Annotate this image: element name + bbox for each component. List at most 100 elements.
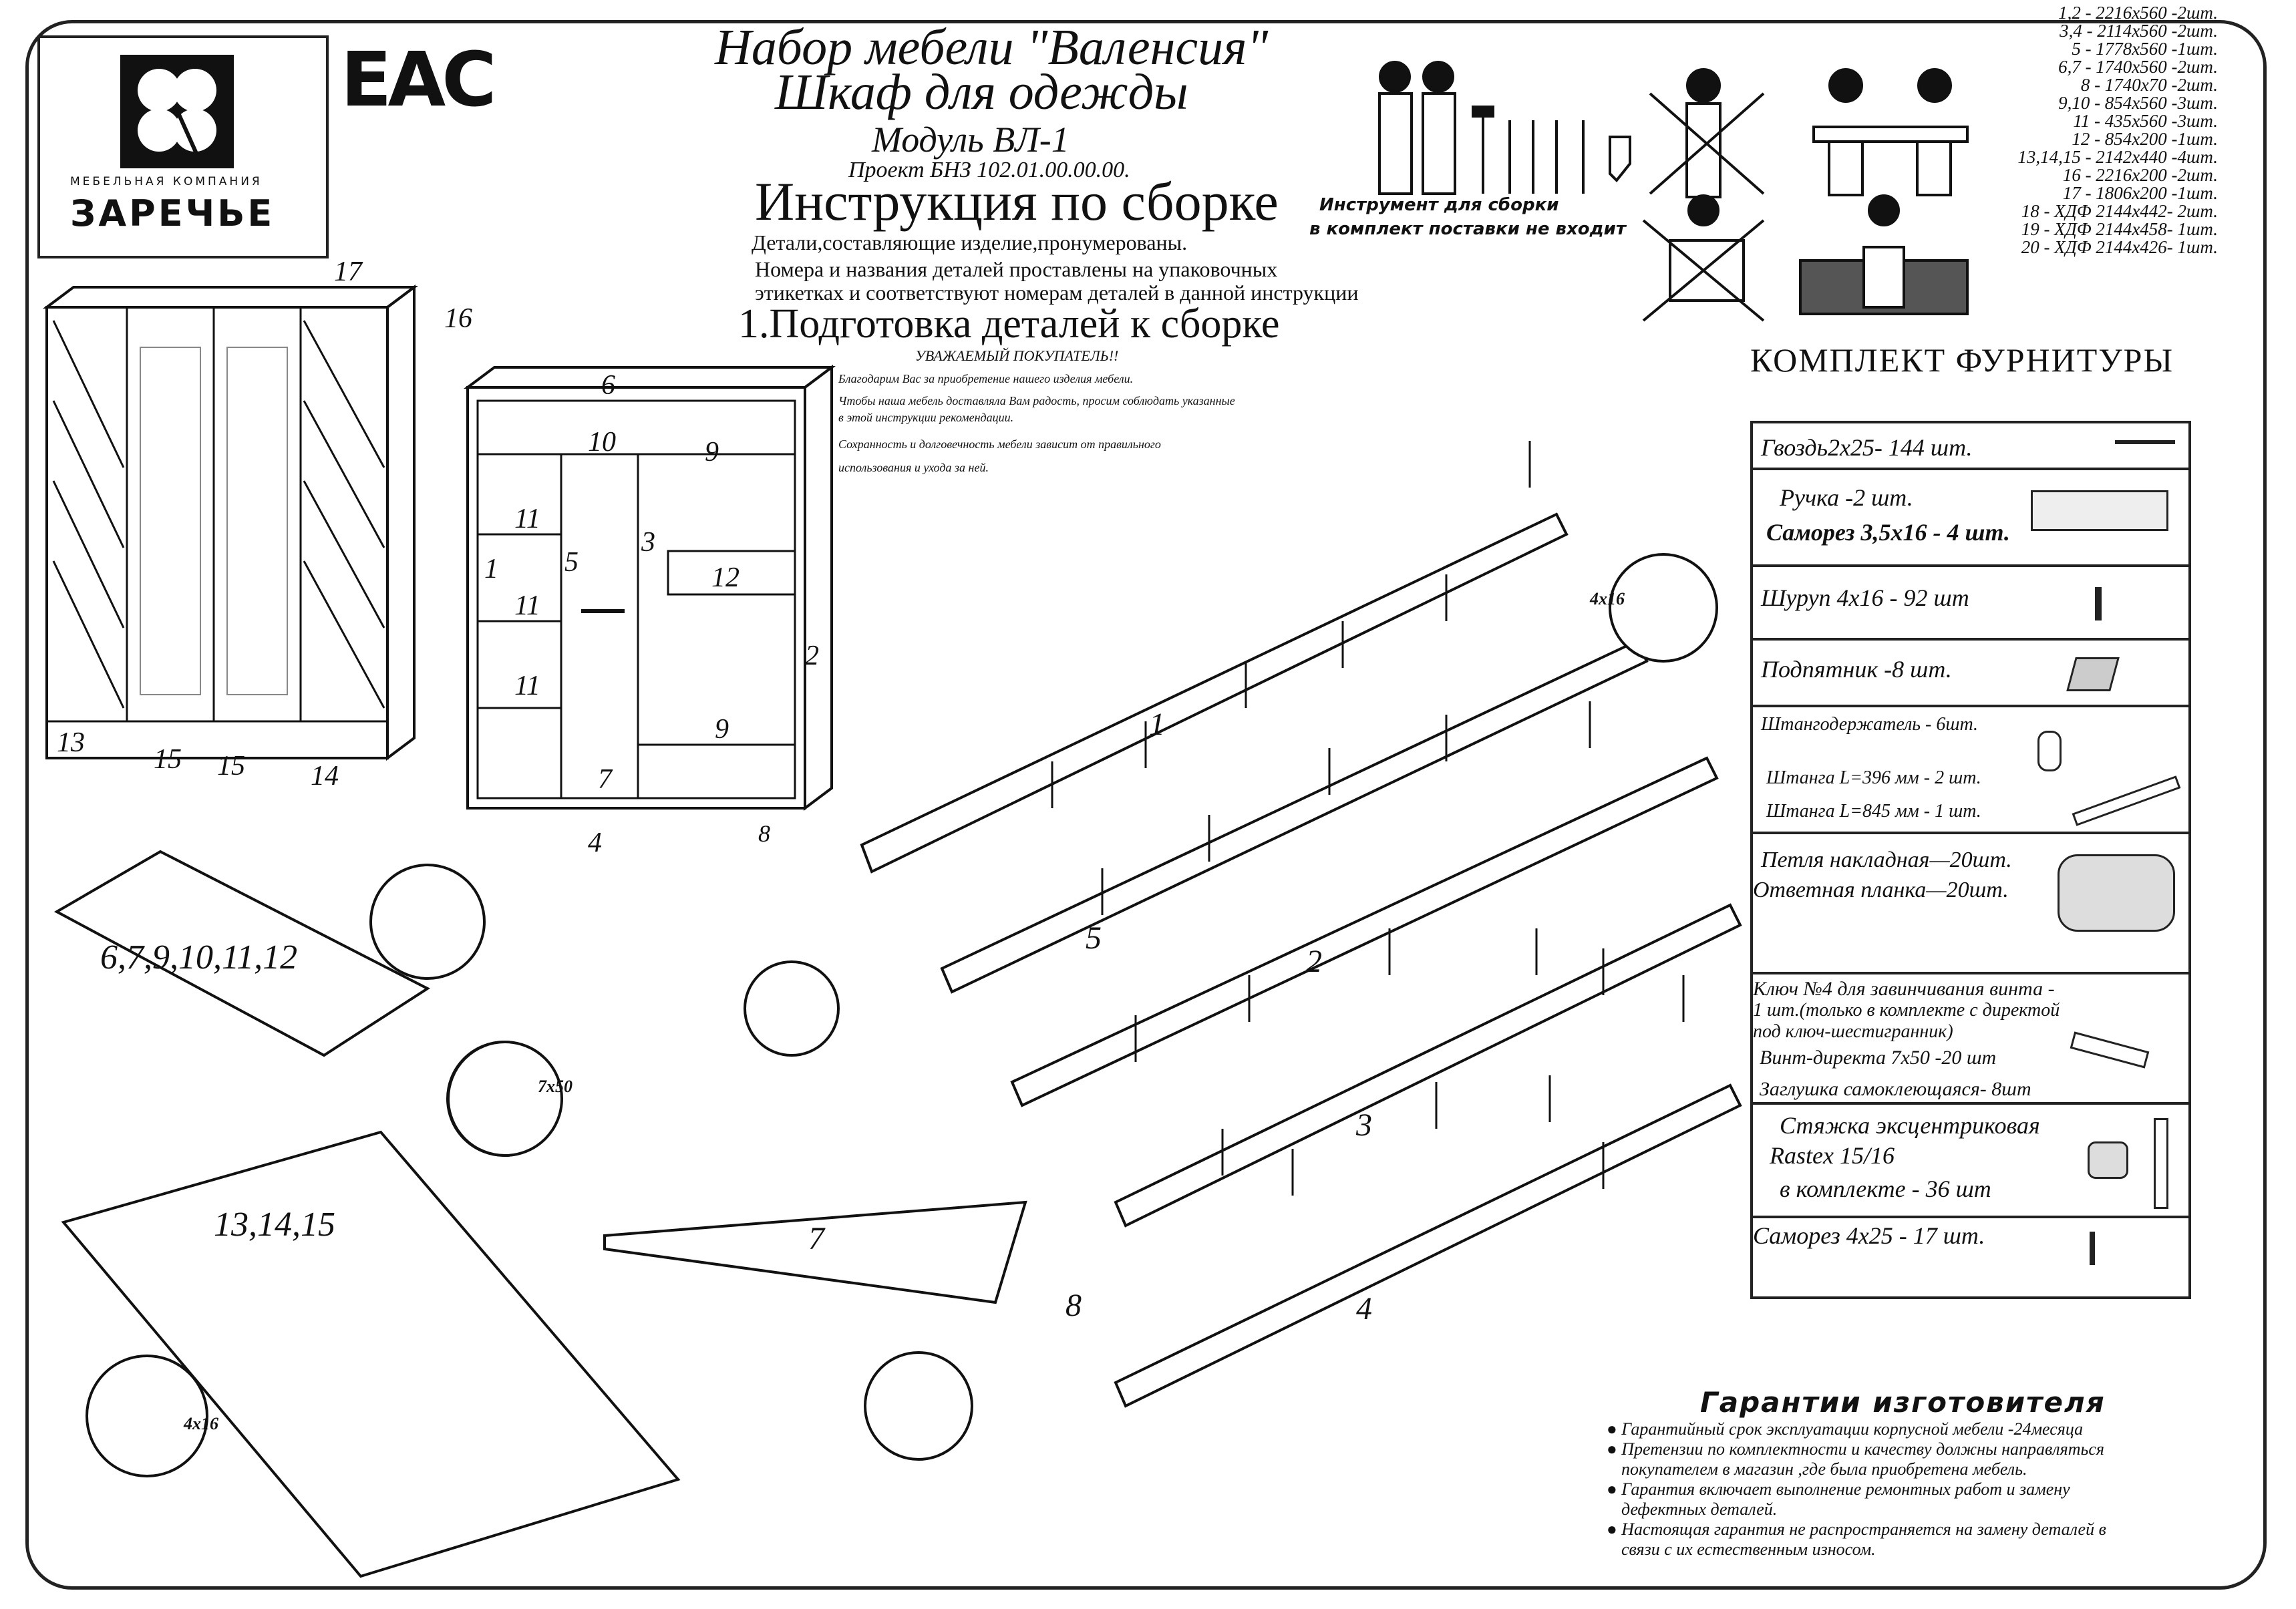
hardware-row-nails: Гвоздь2х25- 144 шт. — [1753, 423, 2188, 470]
screw-label-b: 7х50 — [538, 1077, 572, 1096]
customer-line-4: Сохранность и долговечность мебели завис… — [838, 437, 1161, 451]
hardware-row-rod: Штангодержатель - 6шт. Штанга L=396 мм -… — [1753, 707, 2188, 834]
label-14: 14 — [311, 761, 339, 791]
customer-line-2: Чтобы наша мебель доставляла Вам радость… — [838, 394, 1235, 407]
cam-icon — [2088, 1141, 2128, 1179]
desc-line-2: Номера и названия деталей проставлены на… — [755, 257, 1278, 281]
instruction-title: Инструкция по сборке — [755, 171, 1279, 232]
eac-text: EAC — [341, 37, 496, 124]
hardware-table: Гвоздь2х25- 144 шт. Ручка -2 шт. Саморез… — [1750, 421, 2191, 1299]
warranty-item: ● Гарантия включает выполнение ремонтных… — [1607, 1479, 2070, 1499]
hardware-hinge: Петля накладная—20шт. — [1761, 848, 2012, 872]
parts-item: 5 - 1778х560 -1шт. — [2072, 39, 2218, 59]
warranty-item: ● Претензии по комплектности и качеству … — [1607, 1439, 2104, 1459]
hardware-rod-long: Штанга L=845 мм - 1 шт. — [1766, 801, 1981, 822]
hardware-row-key: Ключ №4 для завинчивания винта - 1 шт.(т… — [1753, 974, 2188, 1105]
parts-item: 9,10 - 854х560 -3шт. — [2058, 93, 2218, 113]
warranty-item: ● Гарантийный срок эксплуатации корпусно… — [1607, 1419, 2084, 1439]
label-15b: 15 — [217, 751, 245, 781]
hardware-handle: Ручка -2 шт. — [1780, 484, 1913, 511]
hinge-icon — [2058, 854, 2175, 932]
eac-mark — [337, 37, 431, 117]
tools-illustration — [1378, 61, 1969, 322]
label-7: 7 — [598, 764, 613, 795]
warranty-text: связи с их естественным износом. — [1621, 1540, 1876, 1559]
label-9a: 9 — [705, 437, 719, 468]
tools-label-2: в комплект поставки не входит — [1309, 219, 1626, 239]
label-9b: 9 — [715, 714, 729, 745]
parts-list: 1,2 - 2216х560 -2шт. 3,4 - 2114х560 -2шт… — [1977, 4, 2218, 256]
label-5: 5 — [564, 547, 579, 578]
label-4: 4 — [588, 828, 602, 858]
hardware-row-foot: Подпятник -8 шт. — [1753, 641, 2188, 707]
hardware-row-selftap: Саморез 4х25 - 17 шт. — [1753, 1218, 2188, 1299]
hardware-row-handle: Ручка -2 шт. Саморез 3,5х16 - 4 шт. — [1753, 470, 2188, 567]
desc-line-1: Детали,составляющие изделие,пронумерован… — [752, 230, 1188, 254]
panel-label-1: 1 — [1149, 707, 1165, 742]
panel-label-7: 7 — [808, 1221, 826, 1256]
cam-bolt-icon — [2154, 1118, 2168, 1209]
nail-icon — [2115, 440, 2175, 444]
customer-line-5: использования и ухода за ней. — [838, 461, 989, 474]
customer-heading: УВАЖАЕМЫЙ ПОКУПАТЕЛЬ!! — [915, 347, 1119, 364]
customer-line-1: Благодарим Вас за приобретение нашего из… — [838, 372, 1134, 385]
label-8: 8 — [758, 820, 770, 847]
parts-item: 6,7 - 1740х560 -2шт. — [2058, 57, 2218, 77]
hardware-cap: Заглушка самоклеющаяся- 8шт — [1760, 1078, 2031, 1100]
logo-name: ЗАРЕЧЬЕ — [70, 192, 275, 234]
hardware-cam-qty: в комплекте - 36 шт — [1780, 1176, 1991, 1202]
warranty-text: Настоящая гарантия не распространяется н… — [1621, 1519, 2106, 1539]
project-code: Проект БНЗ 102.01.00.00.00. — [848, 158, 1130, 182]
module-label: Модуль ВЛ-1 — [872, 120, 1070, 160]
warranty-text: покупателем в магазин ,где была приобрет… — [1621, 1459, 2027, 1479]
group-label-b: 13,14,15 — [214, 1206, 335, 1244]
selftap-icon — [2090, 1232, 2095, 1265]
rod-icon — [2072, 775, 2181, 826]
hardware-row-hinge: Петля накладная—20шт. Ответная планка—20… — [1753, 834, 2188, 974]
panel-label-5: 5 — [1086, 920, 1102, 956]
hardware-row-cam: Стяжка эксцентриковая Rastex 15/16 в ком… — [1753, 1105, 2188, 1218]
hardware-hinge-plate: Ответная планка—20шт. — [1753, 878, 2009, 902]
panel-label-4: 4 — [1356, 1291, 1372, 1326]
hardware-title: КОМПЛЕКТ ФУРНИТУРЫ — [1750, 341, 2174, 379]
parts-item: 20 - ХДФ 2144х426- 1шт. — [2021, 237, 2218, 257]
parts-item: 12 - 854х200 -1шт. — [2072, 129, 2218, 149]
warranty-text: дефектных деталей. — [1621, 1499, 1778, 1519]
hardware-rod-holder: Штангодержатель - 6шт. — [1761, 714, 1979, 735]
warranty-text: Гарантийный срок эксплуатации корпусной … — [1621, 1419, 2084, 1439]
title-line-2: Шкаф для одежды — [775, 64, 1188, 120]
panel-label-2: 2 — [1306, 944, 1322, 979]
label-15a: 15 — [154, 744, 182, 775]
warranty-text: Претензии по комплектности и качеству до… — [1621, 1439, 2104, 1459]
section-title: 1.Подготовка деталей к сборке — [738, 301, 1280, 347]
wardrobe-inner-view: 6 10 9 11 1 5 3 11 12 11 2 9 7 4 8 — [464, 365, 836, 858]
warranty-item: покупателем в магазин ,где была приобрет… — [1607, 1459, 2106, 1479]
label-12: 12 — [711, 562, 740, 593]
hardware-handle-screw: Саморез 3,5х16 - 4 шт. — [1766, 519, 2010, 546]
warranty-title: Гарантии изготовителя — [1700, 1386, 2106, 1419]
page-border — [25, 20, 2267, 1590]
hardware-key-note-2: под ключ-шестигранник) — [1753, 1021, 1953, 1042]
parts-item: 11 - 435х560 -3шт. — [2073, 111, 2218, 131]
hardware-rod-short: Штанга L=396 мм - 2 шт. — [1766, 767, 1981, 788]
hardware-key: Ключ №4 для завинчивания винта - — [1753, 978, 2055, 1000]
label-16: 16 — [444, 303, 472, 334]
parts-item: 16 - 2216х200 -2шт. — [2062, 165, 2218, 185]
parts-item: 13,14,15 - 2142х440 -4шт. — [2017, 147, 2218, 167]
tools-label-1: Инструмент для сборки — [1319, 195, 1559, 215]
hardware-cam: Стяжка эксцентриковая — [1780, 1112, 2040, 1139]
logo-subtitle: МЕБЕЛЬНАЯ КОМПАНИЯ — [70, 175, 263, 188]
handle-icon — [2031, 490, 2168, 531]
label-13: 13 — [57, 727, 85, 758]
wardrobe-front-view: 17 16 13 15 15 14 — [43, 256, 472, 791]
warranty-item: связи с их естественным износом. — [1607, 1540, 2106, 1560]
hardware-confirmat: Винт-директа 7х50 -20 шт — [1760, 1047, 1997, 1069]
warranty-text: Гарантия включает выполнение ремонтных р… — [1621, 1479, 2070, 1499]
label-2: 2 — [805, 641, 819, 671]
screw-label-a: 4х16 — [1589, 589, 1625, 608]
desc-line-3: этикетках и соответствуют номерам детале… — [755, 281, 1359, 305]
hardware-selftap: Саморез 4х25 - 17 шт. — [1753, 1222, 1985, 1249]
confirmat-icon — [2070, 1031, 2150, 1069]
customer-line-3: в этой инструкции рекомендации. — [838, 411, 1014, 424]
label-3: 3 — [641, 527, 655, 558]
